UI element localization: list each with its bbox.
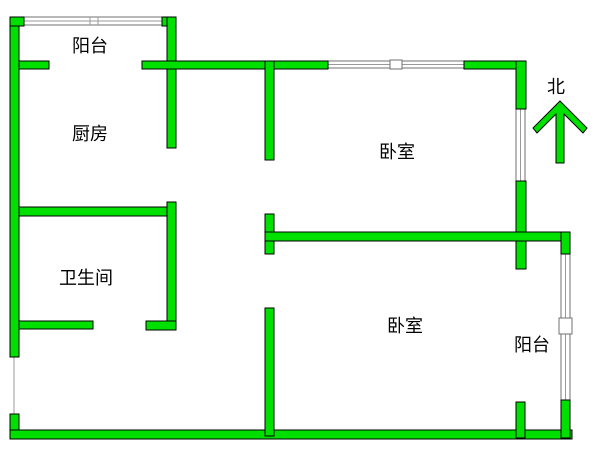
north-arrow-icon: [532, 100, 588, 164]
wall-middle-horizontal: [264, 231, 571, 242]
wall-balcony-left-stub: [18, 60, 50, 70]
wall-left: [9, 16, 20, 358]
wall-kitchen-right: [166, 16, 177, 149]
walls: [9, 16, 573, 440]
room-label-balcony-top: 阳台: [72, 36, 108, 57]
wall-hall-upper-stub: [264, 60, 275, 161]
room-label-bedroom-lower: 卧室: [387, 316, 423, 337]
wall-lower-bedroom-left: [264, 307, 275, 437]
room-label-bathroom: 卫生间: [59, 268, 113, 289]
compass-label: 北: [547, 77, 565, 98]
window-balcony-top: [23, 16, 165, 26]
wall-bathroom-bottom-left: [18, 320, 94, 330]
wall-bathroom-top: [18, 206, 177, 217]
wall-bottom: [9, 429, 573, 440]
wall-top-left-cap: [9, 16, 25, 27]
window-bedroom-upper-top: [327, 59, 465, 70]
wall-balcony-right-top: [560, 231, 571, 255]
room-label-balcony-right: 阳台: [514, 335, 550, 356]
wall-bedroom-upper-right-top: [515, 60, 527, 110]
room-label-kitchen: 厨房: [72, 124, 108, 145]
room-label-bedroom-upper: 卧室: [379, 142, 415, 163]
wall-balcony-right-bottom: [560, 399, 571, 439]
compass: 北: [532, 77, 588, 164]
window-balcony-right: [558, 251, 573, 403]
wall-upper-horizontal: [141, 60, 329, 70]
wall-bathroom-right: [166, 201, 177, 331]
wall-balcony-divider-bottom: [515, 401, 526, 439]
wall-bedroom-upper-right-bottom: [515, 180, 527, 270]
window-bedroom-upper-right: [515, 107, 526, 183]
wall-bathroom-bottom-right: [145, 320, 177, 331]
